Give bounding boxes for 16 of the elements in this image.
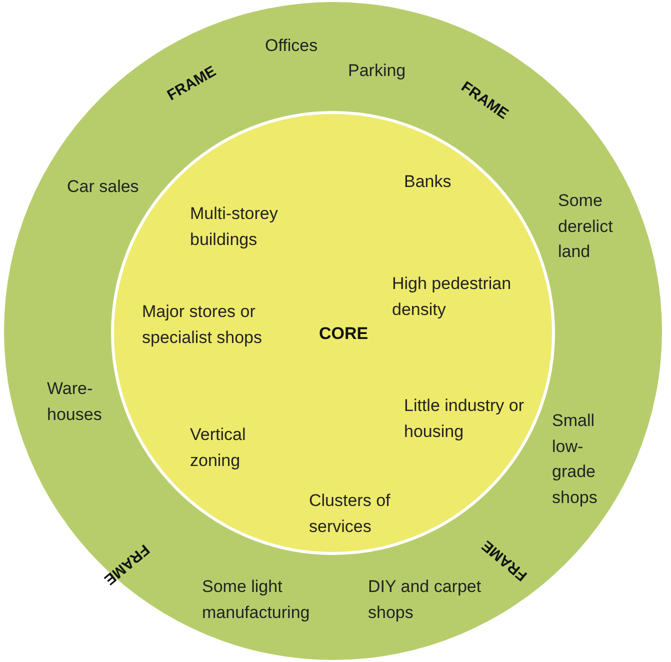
zone-title: CORE (319, 324, 368, 344)
zone-feature-label: Major stores or specialist shops (142, 301, 264, 348)
zone-feature-label: Little industry or housing (404, 395, 525, 442)
zone-feature-label: Vertical zoning (190, 424, 247, 472)
zone-feature-label: Offices (265, 35, 319, 57)
zone-feature-label: Multi-storey buildings (190, 203, 279, 250)
zone-feature-label: Parking (348, 60, 407, 82)
zone-feature-label: Clusters of services (309, 490, 392, 538)
zone-feature-label: DIY and carpet shops (368, 577, 482, 624)
zone-feature-label: Some derelict land (558, 190, 614, 263)
zone-feature-label: Ware-houses (47, 378, 102, 426)
zone-feature-label: Some light manufacturing (202, 576, 311, 624)
zone-feature-label: High pedestrian density (392, 273, 512, 320)
zone-feature-label: Car sales (67, 176, 140, 198)
zone-feature-label: Banks (404, 171, 452, 193)
zone-feature-label: Small low-grade shops (552, 410, 598, 508)
